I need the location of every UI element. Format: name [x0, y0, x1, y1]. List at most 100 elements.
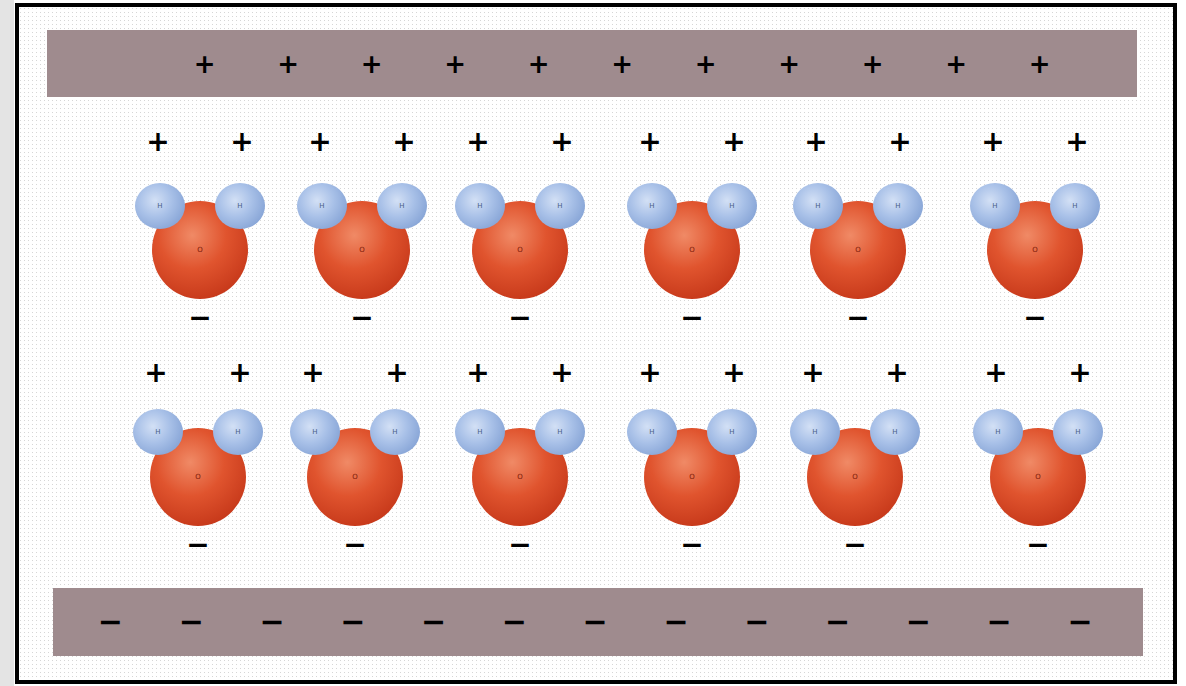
partial-positive: +	[466, 128, 489, 156]
partial-positive: +	[550, 128, 573, 156]
atom-symbol: O	[855, 247, 861, 254]
partial-negative: −	[680, 304, 703, 332]
positive-plate: +++++++++++	[47, 30, 1137, 97]
atom-symbol: H	[319, 203, 324, 210]
plate-charge: −	[312, 607, 393, 637]
plate-charge: +	[330, 51, 414, 77]
side-strip	[0, 0, 14, 686]
hydrogen-atom: H	[535, 409, 585, 455]
hydrogen-atom: H	[707, 409, 757, 455]
atom-symbol: H	[155, 429, 160, 436]
hydrogen-atom: H	[133, 409, 183, 455]
hydrogen-atom: H	[790, 409, 840, 455]
partial-negative: −	[1023, 304, 1046, 332]
atom-symbol: H	[892, 429, 897, 436]
hydrogen-atom: H	[1050, 183, 1100, 229]
hydrogen-atom: H	[970, 183, 1020, 229]
hydrogen-atom: H	[297, 183, 347, 229]
hydrogen-atom: H	[535, 183, 585, 229]
atom-symbol: O	[1032, 247, 1038, 254]
plate-charge: −	[716, 607, 797, 637]
plate-charge: −	[959, 607, 1040, 637]
atom-symbol: H	[477, 429, 482, 436]
partial-positive: +	[230, 128, 253, 156]
hydrogen-atom: H	[455, 409, 505, 455]
partial-positive: +	[228, 359, 251, 387]
hydrogen-atom: H	[215, 183, 265, 229]
partial-negative: −	[846, 304, 869, 332]
plate-charge: −	[555, 607, 636, 637]
atom-symbol: H	[815, 203, 820, 210]
plate-charge: −	[232, 607, 313, 637]
plate-charge: −	[797, 607, 878, 637]
plate-charge: +	[497, 51, 581, 77]
partial-negative: −	[188, 304, 211, 332]
atom-symbol: O	[689, 474, 695, 481]
plate-charge: +	[163, 51, 247, 77]
partial-positive: +	[638, 359, 661, 387]
atom-symbol: O	[195, 474, 201, 481]
atom-symbol: O	[197, 247, 203, 254]
atom-symbol: H	[649, 429, 654, 436]
hydrogen-atom: H	[973, 409, 1023, 455]
atom-symbol: H	[649, 203, 654, 210]
atom-symbol: H	[992, 203, 997, 210]
plate-charge: +	[414, 51, 498, 77]
partial-negative: −	[508, 304, 531, 332]
frame	[17, 5, 1175, 682]
partial-positive: +	[308, 128, 331, 156]
partial-positive: +	[466, 359, 489, 387]
partial-negative: −	[186, 531, 209, 559]
plate-charge: +	[748, 51, 832, 77]
partial-negative: −	[843, 531, 866, 559]
partial-negative: −	[350, 304, 373, 332]
atom-symbol: O	[352, 474, 358, 481]
partial-positive: +	[981, 128, 1004, 156]
atom-symbol: H	[312, 429, 317, 436]
plate-charge: −	[70, 607, 151, 637]
atom-symbol: H	[399, 203, 404, 210]
hydrogen-atom: H	[370, 409, 420, 455]
atom-symbol: H	[729, 429, 734, 436]
hydrogen-atom: H	[135, 183, 185, 229]
atom-symbol: O	[852, 474, 858, 481]
plate-charge: −	[393, 607, 474, 637]
partial-positive: +	[638, 128, 661, 156]
atom-symbol: O	[1035, 474, 1041, 481]
hydrogen-atom: H	[377, 183, 427, 229]
partial-positive: +	[550, 359, 573, 387]
hydrogen-atom: H	[627, 183, 677, 229]
partial-positive: +	[722, 359, 745, 387]
hydrogen-atom: H	[707, 183, 757, 229]
hydrogen-atom: H	[1053, 409, 1103, 455]
atom-symbol: H	[477, 203, 482, 210]
atom-symbol: H	[1072, 203, 1077, 210]
plate-charge: −	[1040, 607, 1121, 637]
plate-charge: +	[664, 51, 748, 77]
partial-positive: +	[1068, 359, 1091, 387]
hydrogen-atom: H	[290, 409, 340, 455]
partial-negative: −	[508, 531, 531, 559]
hydrogen-atom: H	[793, 183, 843, 229]
partial-negative: −	[680, 531, 703, 559]
partial-positive: +	[1065, 128, 1088, 156]
plate-charge: +	[915, 51, 999, 77]
atom-symbol: H	[995, 429, 1000, 436]
hydrogen-atom: H	[870, 409, 920, 455]
plate-charge: +	[831, 51, 915, 77]
atom-symbol: H	[729, 203, 734, 210]
hydrogen-atom: H	[213, 409, 263, 455]
atom-symbol: H	[1075, 429, 1080, 436]
partial-negative: −	[1026, 531, 1049, 559]
plate-charge: +	[247, 51, 331, 77]
panel	[17, 5, 1175, 682]
atom-symbol: H	[557, 203, 562, 210]
partial-positive: +	[801, 359, 824, 387]
hydrogen-atom: H	[627, 409, 677, 455]
negative-plate: −−−−−−−−−−−−−	[53, 588, 1143, 656]
plate-charge: −	[474, 607, 555, 637]
atom-symbol: O	[517, 474, 523, 481]
atom-symbol: O	[517, 247, 523, 254]
partial-positive: +	[804, 128, 827, 156]
partial-positive: +	[146, 128, 169, 156]
